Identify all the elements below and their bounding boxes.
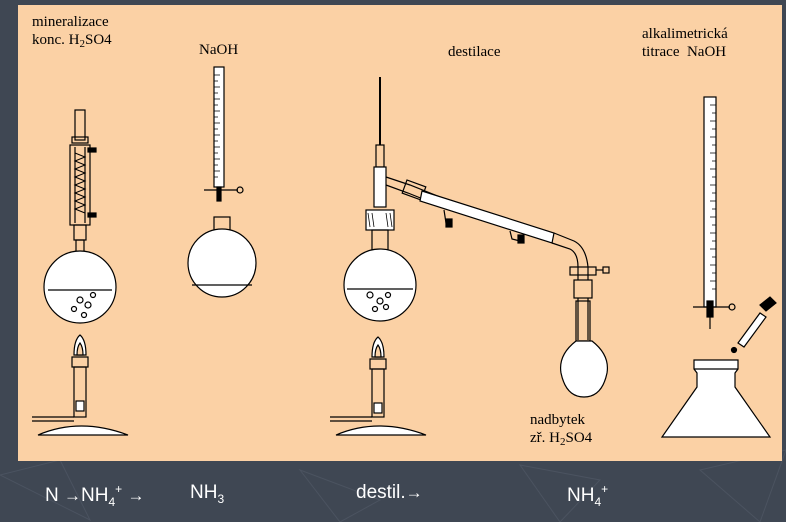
apparatus-drawing: [32, 66, 777, 438]
titration-burette: [693, 96, 736, 329]
equation-n-to-nh4: N →NH4+ →: [45, 482, 144, 509]
arrow-right-icon: →: [127, 486, 145, 505]
label-titration: alkalimetrická titrace NaOH: [642, 25, 728, 61]
bunsen-burner-left: [32, 334, 129, 436]
h2so4-subscript: 2: [79, 38, 86, 50]
equation-destil: destil.→: [356, 482, 423, 504]
eq-nh4-sub: 4: [108, 495, 116, 509]
eq-n: N: [45, 485, 59, 506]
eq-nh4-sup: +: [115, 482, 123, 496]
naoh-burette: [204, 66, 244, 202]
h2so4-prefix: konc. H: [32, 32, 80, 48]
arrow-right-icon: →: [64, 486, 82, 505]
equation-nh4-final: NH4+: [567, 482, 608, 509]
label-distillation: destilace: [448, 44, 501, 60]
label-titration-line2: titrace NaOH: [642, 44, 727, 60]
eq-nh4b: NH: [567, 485, 595, 506]
eq-nh4: NH: [81, 485, 109, 506]
kjeldahl-flask-with-condenser: [43, 109, 117, 324]
label-excess-acid: nadbytek zř. H2SO4: [530, 411, 592, 451]
receiver-flask: [559, 266, 610, 398]
label-naoh: NaOH: [199, 42, 239, 58]
label-excess-line2: zř. H2SO4: [530, 429, 592, 451]
erlenmeyer-flask: [660, 359, 772, 438]
eq-nh3: NH: [190, 482, 218, 503]
equation-nh3: NH3: [190, 482, 224, 506]
diagram-panel: mineralizace konc. H2SO4 NaOH destilace …: [18, 5, 782, 461]
label-mineralization-line2: konc. H2SO4: [32, 31, 112, 53]
label-mineralization: mineralizace konc. H2SO4: [32, 13, 112, 53]
bunsen-burner-right: [330, 336, 427, 436]
excess-subscript: 2: [560, 436, 566, 448]
excess-suffix: SO4: [565, 430, 593, 446]
label-mineralization-line1: mineralizace: [32, 14, 109, 30]
liebig-condenser: [385, 176, 589, 280]
eq-nh4b-sub: 4: [594, 495, 602, 509]
arrow-right-icon: →: [405, 483, 423, 502]
label-excess-line1: nadbytek: [530, 412, 585, 428]
dropper-pipette: [730, 296, 777, 354]
eq-nh3-sub: 3: [217, 492, 225, 506]
label-titration-line1: alkalimetrická: [642, 26, 728, 42]
round-flask-naoh: [187, 216, 257, 298]
excess-prefix: zř. H: [530, 430, 560, 446]
distillation-flask: [343, 77, 417, 322]
eq-nh4b-sup: +: [601, 482, 609, 496]
h2so4-suffix: SO4: [85, 32, 112, 48]
eq-destil: destil.: [356, 482, 406, 503]
